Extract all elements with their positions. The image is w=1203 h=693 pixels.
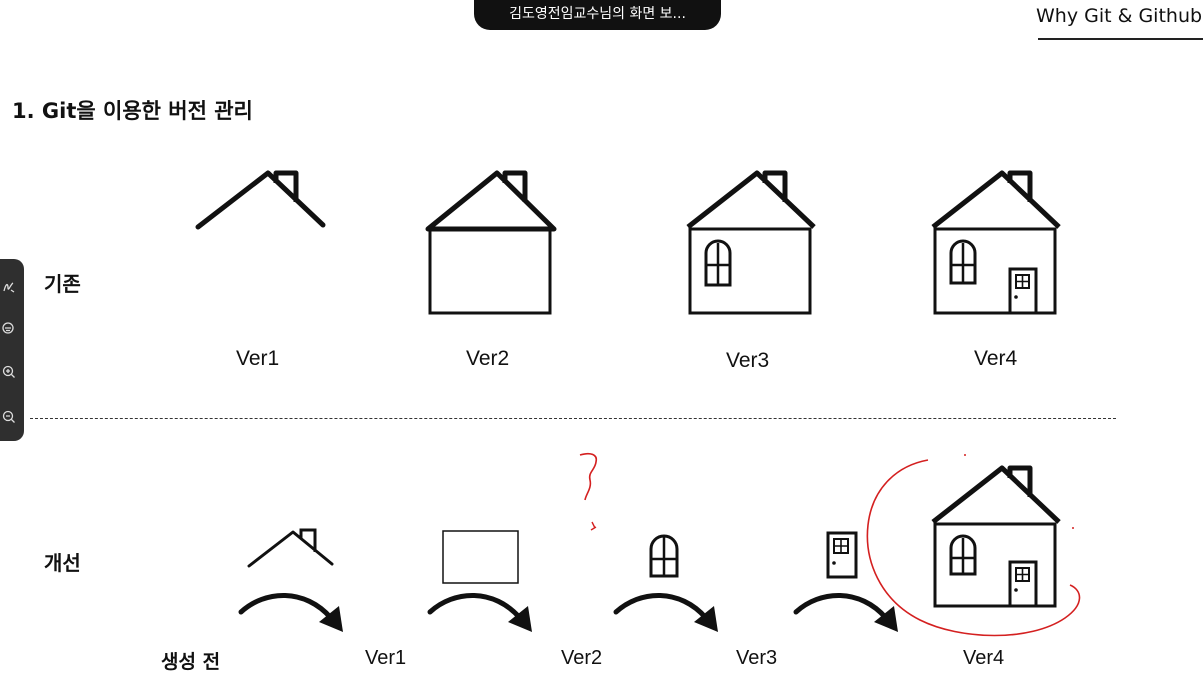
row-divider <box>30 418 1116 419</box>
version-label: Ver2 <box>466 347 510 370</box>
window-piece-drawing <box>649 534 679 578</box>
pen-icon <box>3 282 15 293</box>
screen-share-indicator[interactable]: 김도영전임교수님의 화면 보... <box>474 0 721 30</box>
zoom-in-tool[interactable] <box>0 360 22 384</box>
start-label: 생성 전 <box>161 651 221 673</box>
wall-piece-drawing <box>442 530 519 584</box>
version-label: Ver3 <box>736 647 778 669</box>
eraser-tool[interactable] <box>0 316 22 340</box>
curved-arrow-icon <box>793 593 898 632</box>
zoom-out-tool[interactable] <box>0 405 22 429</box>
version-label: Ver1 <box>365 647 407 669</box>
roof-drawing-ver1 <box>195 170 326 230</box>
slide-header-title: Why Git & Github <box>1036 5 1203 27</box>
zoom-out-icon <box>2 410 15 423</box>
version-label: Ver2 <box>561 647 603 669</box>
house-drawing-ver4 <box>931 170 1061 315</box>
zoom-in-icon <box>2 365 15 378</box>
row-label-improved: 개선 <box>44 551 81 575</box>
version-label: Ver4 <box>963 647 1005 669</box>
version-label: Ver4 <box>974 347 1018 370</box>
pen-tool[interactable] <box>0 275 22 299</box>
roof-piece-drawing <box>247 528 334 568</box>
door-piece-drawing <box>826 531 858 579</box>
house-drawing-ver2 <box>425 170 557 315</box>
annotation-toolbar <box>0 259 24 441</box>
eraser-icon <box>2 322 14 334</box>
curved-arrow-icon <box>238 593 343 632</box>
curved-arrow-icon <box>427 593 532 632</box>
row-label-existing: 기존 <box>44 272 81 296</box>
curved-arrow-icon <box>613 593 718 632</box>
version-label: Ver1 <box>236 347 280 370</box>
version-label: Ver3 <box>726 349 770 372</box>
completed-house-drawing <box>931 465 1061 608</box>
section-title: 1. Git을 이용한 버전 관리 <box>12 99 253 123</box>
house-drawing-ver3 <box>686 170 816 315</box>
header-underline <box>1038 38 1203 40</box>
